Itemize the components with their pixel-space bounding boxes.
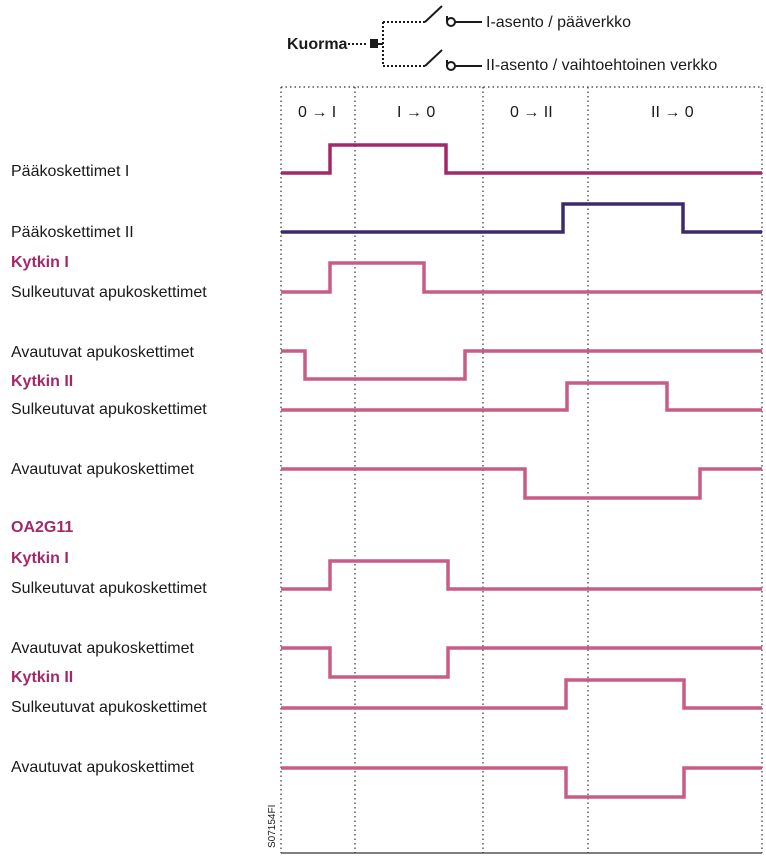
row-label-aux-opening-3: Avautuvat apukoskettimet bbox=[11, 640, 194, 657]
header-switch-2-a: Kytkin II bbox=[11, 373, 74, 390]
row-label-aux-closing-2: Sulkeutuvat apukoskettimet bbox=[11, 401, 207, 418]
row-label-main-contacts-1: Pääkoskettimet I bbox=[11, 163, 130, 180]
phase-label-0-to-1: 0 → I bbox=[298, 104, 337, 121]
row-label-aux-closing-1: Sulkeutuvat apukoskettimet bbox=[11, 284, 207, 301]
load-label: Kuorma bbox=[287, 36, 348, 53]
waveform-row-5 bbox=[281, 381, 762, 412]
waveform-row-7 bbox=[281, 559, 762, 591]
waveform-row-8 bbox=[281, 646, 762, 679]
position-2-label: II-asento / vaihtoehtoinen verkko bbox=[486, 57, 718, 74]
phase-label-2-to-0: II → 0 bbox=[651, 104, 694, 121]
switch-schematic bbox=[348, 5, 482, 71]
header-switch-2-b: Kytkin II bbox=[11, 669, 74, 686]
waveform-row-9 bbox=[281, 678, 762, 710]
position-1-label: I-asento / pääverkko bbox=[486, 14, 631, 31]
switch-2-blade bbox=[424, 49, 443, 67]
header-switch-1-b: Kytkin I bbox=[11, 550, 69, 567]
row-label-aux-opening-2: Avautuvat apukoskettimet bbox=[11, 461, 194, 478]
row-label-aux-opening-4: Avautuvat apukoskettimet bbox=[11, 759, 194, 776]
waveform-row-1 bbox=[281, 143, 762, 175]
plug-icon bbox=[370, 39, 378, 48]
waveform-row-10 bbox=[281, 766, 762, 799]
row-label-aux-closing-4: Sulkeutuvat apukoskettimet bbox=[11, 699, 207, 716]
phase-label-0-to-2: 0 → II bbox=[510, 104, 553, 121]
figure-code: S07154FI bbox=[267, 804, 278, 848]
row-label-aux-opening-1: Avautuvat apukoskettimet bbox=[11, 344, 194, 361]
waveform-row-2 bbox=[281, 202, 762, 234]
waveform-row-3 bbox=[281, 261, 762, 294]
row-label-aux-closing-3: Sulkeutuvat apukoskettimet bbox=[11, 580, 207, 597]
switch-1-blade bbox=[424, 5, 443, 23]
phase-label-1-to-0: I → 0 bbox=[397, 104, 436, 121]
waveform-row-4 bbox=[281, 349, 762, 381]
header-oa2g11: OA2G11 bbox=[11, 519, 74, 536]
row-label-main-contacts-2: Pääkoskettimet II bbox=[11, 224, 134, 241]
header-switch-1-a: Kytkin I bbox=[11, 254, 69, 271]
waveform-row-6 bbox=[281, 467, 762, 500]
